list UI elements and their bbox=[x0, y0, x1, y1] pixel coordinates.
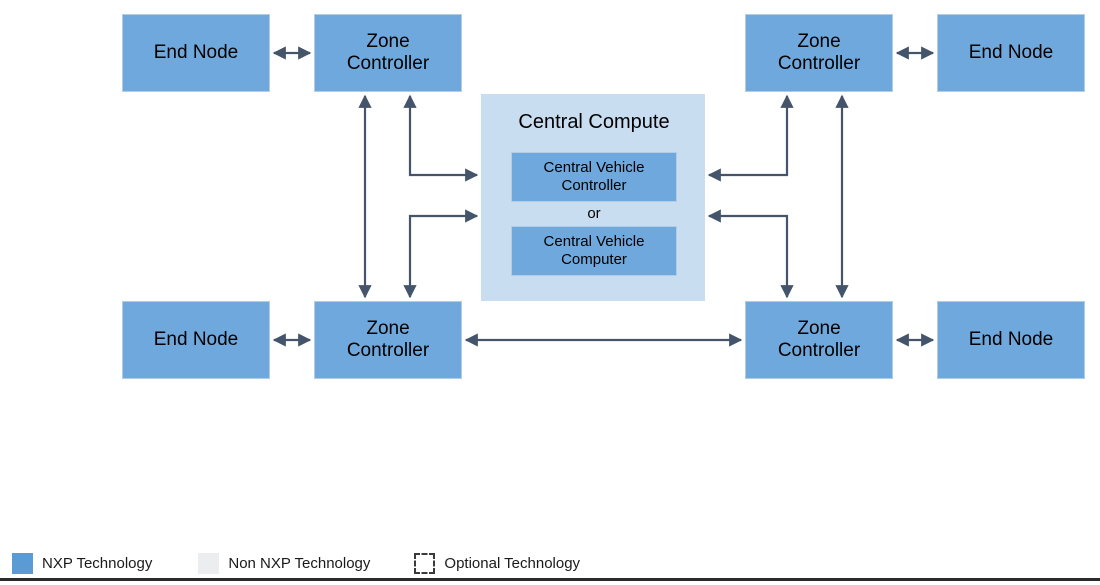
non-nxp-technology-swatch-icon bbox=[198, 552, 220, 574]
end-node-top-right-label: End Node bbox=[968, 41, 1054, 63]
connector-elbow-top-right-to-central bbox=[707, 94, 794, 182]
nxp-technology-swatch-icon bbox=[12, 552, 33, 574]
end-node-bottom-left-label: End Node bbox=[153, 328, 239, 350]
legend-item-nxp: NXP Technology bbox=[12, 548, 152, 578]
end-node-bottom-left[interactable]: End Node bbox=[122, 301, 270, 379]
central-vehicle-computer-box[interactable]: Central Vehicle Computer bbox=[511, 226, 677, 276]
end-node-bottom-right[interactable]: End Node bbox=[937, 301, 1085, 379]
zone-controller-top-right[interactable]: Zone Controller bbox=[745, 14, 893, 92]
zone-controller-bottom-left[interactable]: Zone Controller bbox=[314, 301, 462, 379]
central-compute-title: Central Compute bbox=[518, 111, 670, 133]
central-compute-or-label: or bbox=[587, 205, 601, 222]
connector-elbow-top-left-to-central bbox=[403, 94, 479, 182]
optional-technology-swatch-icon bbox=[414, 552, 436, 574]
legend: NXP Technology Non NXP Technology Option… bbox=[0, 548, 1100, 578]
legend-item-non-nxp-label: Non NXP Technology bbox=[228, 554, 371, 572]
legend-item-optional: Optional Technology bbox=[414, 548, 580, 578]
end-node-bottom-right-label: End Node bbox=[968, 328, 1054, 350]
legend-item-nxp-label: NXP Technology bbox=[42, 554, 153, 572]
zone-controller-top-left[interactable]: Zone Controller bbox=[314, 14, 462, 92]
central-vehicle-controller-label: Central Vehicle Controller bbox=[543, 158, 645, 194]
end-node-top-right[interactable]: End Node bbox=[937, 14, 1085, 92]
connector-elbow-bottom-left-to-central bbox=[403, 209, 479, 299]
end-node-top-left-label: End Node bbox=[153, 41, 239, 63]
bottom-divider bbox=[0, 578, 1100, 581]
connector-elbow-bottom-right-to-central bbox=[707, 209, 794, 299]
legend-item-non-nxp: Non NXP Technology bbox=[198, 548, 370, 578]
zone-controller-top-right-label: Zone Controller bbox=[777, 30, 861, 74]
zone-controller-bottom-left-label: Zone Controller bbox=[346, 317, 430, 361]
zone-controller-bottom-right-label: Zone Controller bbox=[777, 317, 861, 361]
central-vehicle-computer-label: Central Vehicle Computer bbox=[543, 232, 645, 268]
zone-controller-bottom-right[interactable]: Zone Controller bbox=[745, 301, 893, 379]
central-compute-panel[interactable]: Central Compute Central Vehicle Controll… bbox=[481, 94, 705, 301]
zone-controller-top-left-label: Zone Controller bbox=[346, 30, 430, 74]
central-vehicle-controller-box[interactable]: Central Vehicle Controller bbox=[511, 152, 677, 202]
end-node-top-left[interactable]: End Node bbox=[122, 14, 270, 92]
legend-item-optional-label: Optional Technology bbox=[444, 554, 581, 572]
